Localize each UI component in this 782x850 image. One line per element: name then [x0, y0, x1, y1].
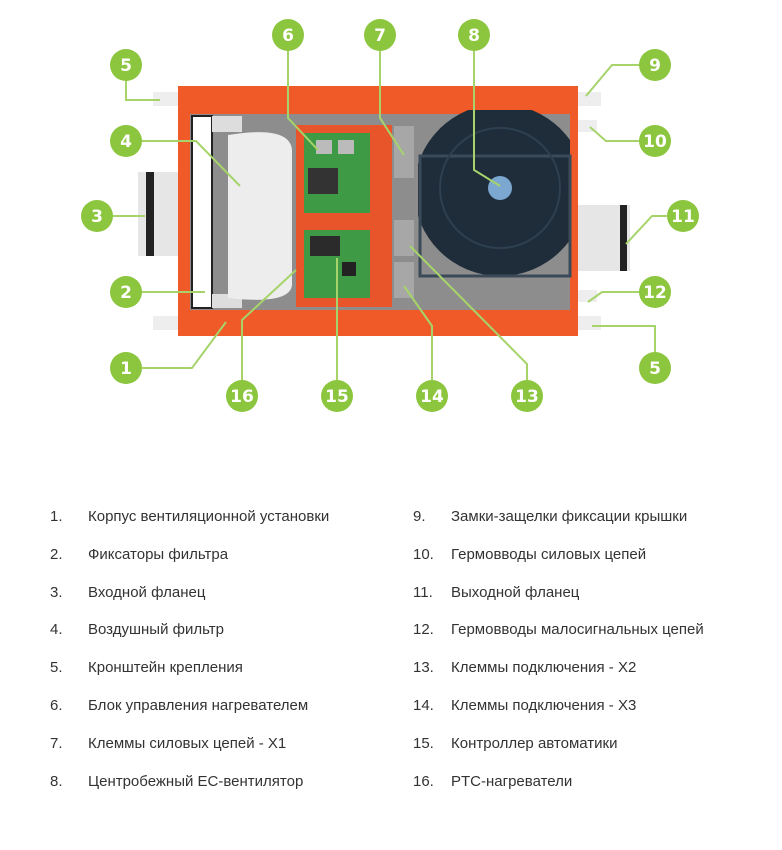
svg-text:12: 12: [643, 283, 667, 303]
svg-text:7: 7: [374, 26, 386, 46]
terminals-x3: [394, 262, 414, 298]
inlet-flange: [138, 172, 180, 256]
legend-label: Входной фланец: [88, 583, 206, 601]
legend-label: Корпус вентиляционной установки: [88, 508, 330, 525]
terminals-x1: [394, 126, 414, 178]
legend-number: 11.: [413, 583, 433, 601]
legend-number: 13.: [413, 659, 434, 677]
callout-3: 3: [81, 200, 113, 232]
unit-diagram: 5 6 7 8 9 4 10 3 11 2 12 1 5 16 15 14 13: [81, 19, 699, 412]
legend-label: PTC-нагреватели: [451, 772, 573, 790]
legend-number: 15.: [413, 734, 434, 752]
callout-13: 13: [511, 380, 543, 412]
outlet-flange: [572, 205, 630, 271]
gland-signal: [577, 290, 597, 302]
legend-number: 6.: [50, 697, 63, 714]
legend-label: Центробежный EC-вентилятор: [88, 772, 304, 790]
svg-text:14: 14: [420, 387, 444, 407]
legend-number: 2.: [50, 545, 63, 563]
svg-text:11: 11: [671, 207, 695, 227]
legend-number: 9.: [413, 508, 426, 525]
ec-fan: [418, 110, 572, 278]
svg-text:16: 16: [230, 387, 254, 407]
callout-8: 8: [458, 19, 490, 51]
svg-text:3: 3: [91, 207, 103, 227]
legend-number: 8.: [50, 772, 63, 790]
callout-11: 11: [667, 200, 699, 232]
legend-label: Фиксаторы фильтра: [88, 545, 229, 563]
callout-1: 1: [110, 352, 142, 384]
legend-label: Воздушный фильтр: [88, 621, 224, 639]
callout-5-bottom: 5: [639, 352, 671, 384]
legend-label: Выходной фланец: [451, 583, 580, 601]
callout-6: 6: [272, 19, 304, 51]
svg-text:4: 4: [120, 132, 132, 152]
legend-label: Клеммы силовых цепей - X1: [88, 734, 287, 752]
legend-label: Клеммы подключения - X3: [451, 697, 637, 714]
svg-text:13: 13: [515, 387, 539, 407]
legend-label: Клеммы подключения - X2: [451, 659, 637, 677]
svg-text:5: 5: [649, 359, 661, 379]
legend-number: 4.: [50, 621, 63, 639]
legend-number: 10.: [413, 545, 434, 563]
svg-text:5: 5: [120, 56, 132, 76]
legend-label: Контроллер автоматики: [451, 734, 618, 752]
svg-text:9: 9: [649, 56, 661, 76]
legend-number: 1.: [50, 508, 63, 525]
callout-14: 14: [416, 380, 448, 412]
legend-label: Кронштейн крепления: [88, 659, 243, 677]
svg-text:6: 6: [282, 26, 294, 46]
callout-7: 7: [364, 19, 396, 51]
legend-number: 3.: [50, 583, 63, 601]
callout-16: 16: [226, 380, 258, 412]
svg-text:2: 2: [120, 283, 132, 303]
callout-5-top: 5: [110, 49, 142, 81]
callout-10: 10: [639, 125, 671, 157]
leader-lines: [113, 51, 667, 380]
legend-label: Замки-защелки фиксации крышки: [451, 508, 688, 525]
air-filter: [228, 132, 292, 300]
legend-number: 16.: [413, 772, 434, 790]
legend-number: 7.: [50, 734, 63, 752]
svg-text:1: 1: [120, 359, 132, 379]
callout-15: 15: [321, 380, 353, 412]
callout-9: 9: [639, 49, 671, 81]
bracket-bottom-left: [153, 316, 179, 330]
bracket-bottom-right: [577, 316, 601, 330]
legend-number: 5.: [50, 659, 63, 677]
filter-clip-top: [212, 116, 242, 132]
bracket-top-left: [153, 92, 179, 106]
svg-text:15: 15: [325, 387, 349, 407]
svg-text:8: 8: [468, 26, 480, 46]
latch-top-right: [577, 92, 601, 106]
callout-4: 4: [110, 125, 142, 157]
svg-text:10: 10: [643, 132, 667, 152]
terminals-x2: [394, 220, 414, 256]
callout-2: 2: [110, 276, 142, 308]
legend-label: Гермовводы силовых цепей: [451, 545, 647, 563]
filter-frame: [191, 115, 213, 309]
legend-number: 14.: [413, 697, 434, 714]
callout-12: 12: [639, 276, 671, 308]
legend-number: 12.: [413, 621, 434, 639]
legend-label: Блок управления нагревателем: [88, 697, 309, 714]
legend-label: Гермовводы малосигнальных цепей: [451, 621, 704, 639]
